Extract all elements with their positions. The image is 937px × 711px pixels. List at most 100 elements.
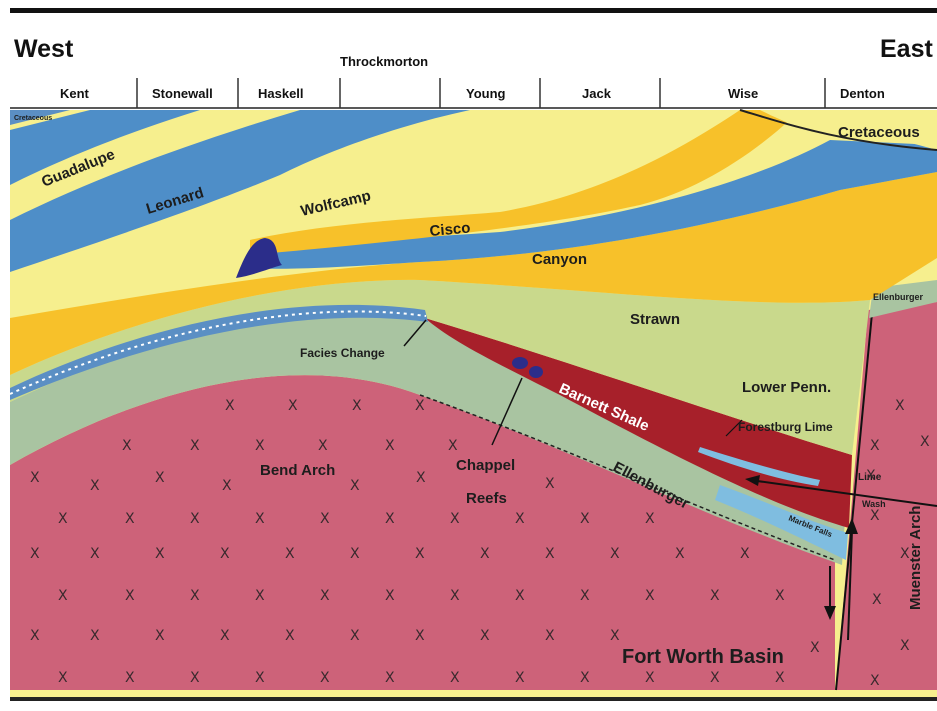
- county-stonewall: Stonewall: [152, 86, 213, 101]
- label-forestburg-lime: Forestburg Lime: [738, 420, 833, 434]
- x-mark: X: [872, 592, 882, 608]
- x-mark: X: [58, 511, 68, 527]
- x-mark: X: [480, 546, 490, 562]
- x-mark: X: [810, 640, 820, 656]
- forestburg-lime-lens: [698, 447, 820, 486]
- x-mark: X: [320, 670, 330, 686]
- up-arrow-head: [845, 518, 858, 534]
- x-mark: X: [645, 511, 655, 527]
- county-jack: Jack: [582, 86, 612, 101]
- ellenburger-layer: [10, 311, 848, 565]
- county-young: Young: [466, 86, 506, 101]
- x-mark: X: [515, 588, 525, 604]
- x-mark: X: [385, 588, 395, 604]
- label-reefs: Reefs: [466, 490, 507, 507]
- x-mark: X: [385, 511, 395, 527]
- x-mark: X: [320, 511, 330, 527]
- x-mark: X: [450, 670, 460, 686]
- county-dividers: [136, 78, 826, 108]
- x-mark: X: [580, 511, 590, 527]
- cretaceous-right: [760, 110, 937, 150]
- label-ellenburger-right: Ellenburger: [873, 292, 924, 302]
- x-mark: X: [545, 628, 555, 644]
- x-mark: X: [288, 398, 298, 414]
- x-mark: X: [255, 511, 265, 527]
- county-kent: Kent: [60, 86, 90, 101]
- x-mark: X: [870, 508, 880, 524]
- x-mark: X: [610, 546, 620, 562]
- chappel-reef-2: [529, 366, 543, 378]
- x-mark: X: [645, 588, 655, 604]
- header-band: [10, 13, 937, 108]
- x-mark: X: [515, 511, 525, 527]
- x-mark: X: [155, 470, 165, 486]
- label-fort-worth-basin: Fort Worth Basin: [622, 646, 784, 668]
- label-cretaceous: Cretaceous: [838, 124, 920, 141]
- x-mark: X: [385, 670, 395, 686]
- x-mark: X: [220, 546, 230, 562]
- x-mark: X: [480, 628, 490, 644]
- external-arrow-line: [749, 479, 937, 507]
- east-label: East: [880, 35, 933, 63]
- x-mark: X: [58, 588, 68, 604]
- x-mark: X: [515, 670, 525, 686]
- unconformity-top: [739, 109, 937, 151]
- x-mark: X: [285, 546, 295, 562]
- x-mark: X: [866, 468, 876, 484]
- x-mark: X: [895, 398, 905, 414]
- bottom-border: [10, 697, 937, 701]
- x-mark: X: [416, 470, 426, 486]
- x-mark: X: [350, 628, 360, 644]
- x-mark: X: [415, 546, 425, 562]
- x-mark: X: [675, 546, 685, 562]
- x-mark: X: [350, 478, 360, 494]
- x-mark: X: [190, 588, 200, 604]
- x-mark: X: [415, 628, 425, 644]
- x-mark: X: [285, 628, 295, 644]
- up-arrow-shaft: [847, 529, 853, 641]
- x-mark: X: [122, 438, 132, 454]
- chappel-reef-1: [512, 357, 528, 369]
- guadalupe-blue: [10, 110, 200, 185]
- basement-layer: [10, 375, 835, 690]
- cretaceous-left: [10, 110, 70, 125]
- county-denton: Denton: [840, 86, 885, 101]
- x-mark: X: [225, 398, 235, 414]
- x-mark: X: [545, 546, 555, 562]
- x-mark: X: [775, 588, 785, 604]
- label-lower-penn: Lower Penn.: [742, 379, 831, 396]
- x-mark: X: [190, 511, 200, 527]
- x-mark: X: [30, 546, 40, 562]
- x-mark: X: [740, 546, 750, 562]
- county-haskell: Haskell: [258, 86, 304, 101]
- x-mark: X: [220, 628, 230, 644]
- x-mark: X: [90, 478, 100, 494]
- west-label: West: [14, 35, 74, 63]
- muenster-arch-block: [836, 302, 937, 690]
- x-mark: X: [352, 398, 362, 414]
- x-mark: X: [58, 670, 68, 686]
- top-border: [10, 8, 937, 13]
- label-cisco: Cisco: [429, 219, 471, 239]
- x-mark: X: [448, 438, 458, 454]
- x-mark: X: [255, 670, 265, 686]
- label-chappel: Chappel: [456, 457, 515, 474]
- muenster-fault-line: [835, 281, 876, 691]
- strawn-layer: [10, 172, 937, 375]
- x-mark: X: [190, 670, 200, 686]
- carbonate-band-dots: [9, 310, 427, 395]
- x-mark: X: [125, 511, 135, 527]
- x-mark: X: [255, 588, 265, 604]
- x-mark: X: [710, 670, 720, 686]
- label-wash: Wash: [862, 499, 886, 509]
- x-mark: X: [580, 588, 590, 604]
- x-mark: X: [920, 434, 930, 450]
- basement-x-marks: X X X X X X X X X X X X X X X X X X X X X X X X X X X X X X X X X X X X X X X X…: [30, 398, 930, 689]
- label-muenster-arch: Muenster Arch: [907, 506, 924, 610]
- x-mark: X: [190, 438, 200, 454]
- x-mark: X: [255, 438, 265, 454]
- label-facies-change: Facies Change: [300, 346, 385, 360]
- carbonate-band: [10, 304, 428, 400]
- bioherm: [236, 238, 282, 278]
